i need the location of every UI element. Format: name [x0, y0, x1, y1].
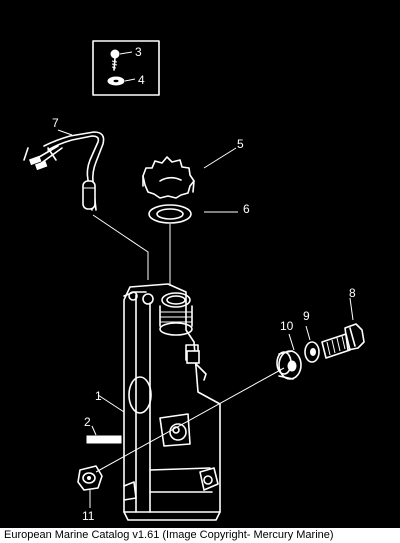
leader-10 — [288, 333, 295, 351]
callout-4[interactable]: 4 — [138, 73, 145, 87]
exploded-parts-diagram: 3 4 7 5 6 — [0, 0, 400, 528]
part-6-gasket[interactable] — [148, 204, 192, 224]
leader-7 — [57, 129, 73, 136]
part-4-washer[interactable] — [107, 76, 125, 86]
callout-2[interactable]: 2 — [84, 415, 91, 429]
part-3-screw[interactable] — [110, 49, 120, 71]
leader-5 — [203, 147, 237, 169]
callout-8[interactable]: 8 — [349, 286, 356, 300]
leader-9 — [305, 325, 311, 341]
callout-11[interactable]: 11 — [82, 509, 95, 523]
part-5-fill-cap[interactable] — [142, 156, 195, 199]
part-11-fitting[interactable] — [77, 465, 103, 491]
part-1-housing[interactable] — [123, 283, 221, 521]
callout-10[interactable]: 10 — [280, 319, 294, 333]
leader-8 — [349, 297, 354, 321]
callout-7[interactable]: 7 — [52, 116, 59, 130]
assembly-line-8-11 — [95, 367, 285, 473]
callout-5[interactable]: 5 — [237, 137, 244, 151]
part-10-grommet[interactable] — [276, 350, 302, 380]
part-2-label[interactable] — [86, 435, 122, 444]
leader-1 — [97, 394, 125, 413]
leader-4 — [124, 78, 136, 82]
callout-1[interactable]: 1 — [95, 389, 102, 403]
assembly-line-7 — [92, 214, 149, 280]
part-9-washer[interactable] — [304, 341, 320, 363]
part-7-sensor-harness[interactable] — [23, 131, 105, 211]
callout-9[interactable]: 9 — [303, 309, 310, 323]
leader-2 — [91, 425, 97, 436]
leader-3 — [119, 51, 133, 55]
callout-6[interactable]: 6 — [243, 202, 250, 216]
part-8-bolt[interactable] — [321, 323, 365, 359]
inset-box-parts-3-4: 3 4 — [92, 40, 160, 96]
callout-3[interactable]: 3 — [135, 45, 142, 59]
image-caption: European Marine Catalog v1.61 (Image Cop… — [4, 529, 334, 541]
